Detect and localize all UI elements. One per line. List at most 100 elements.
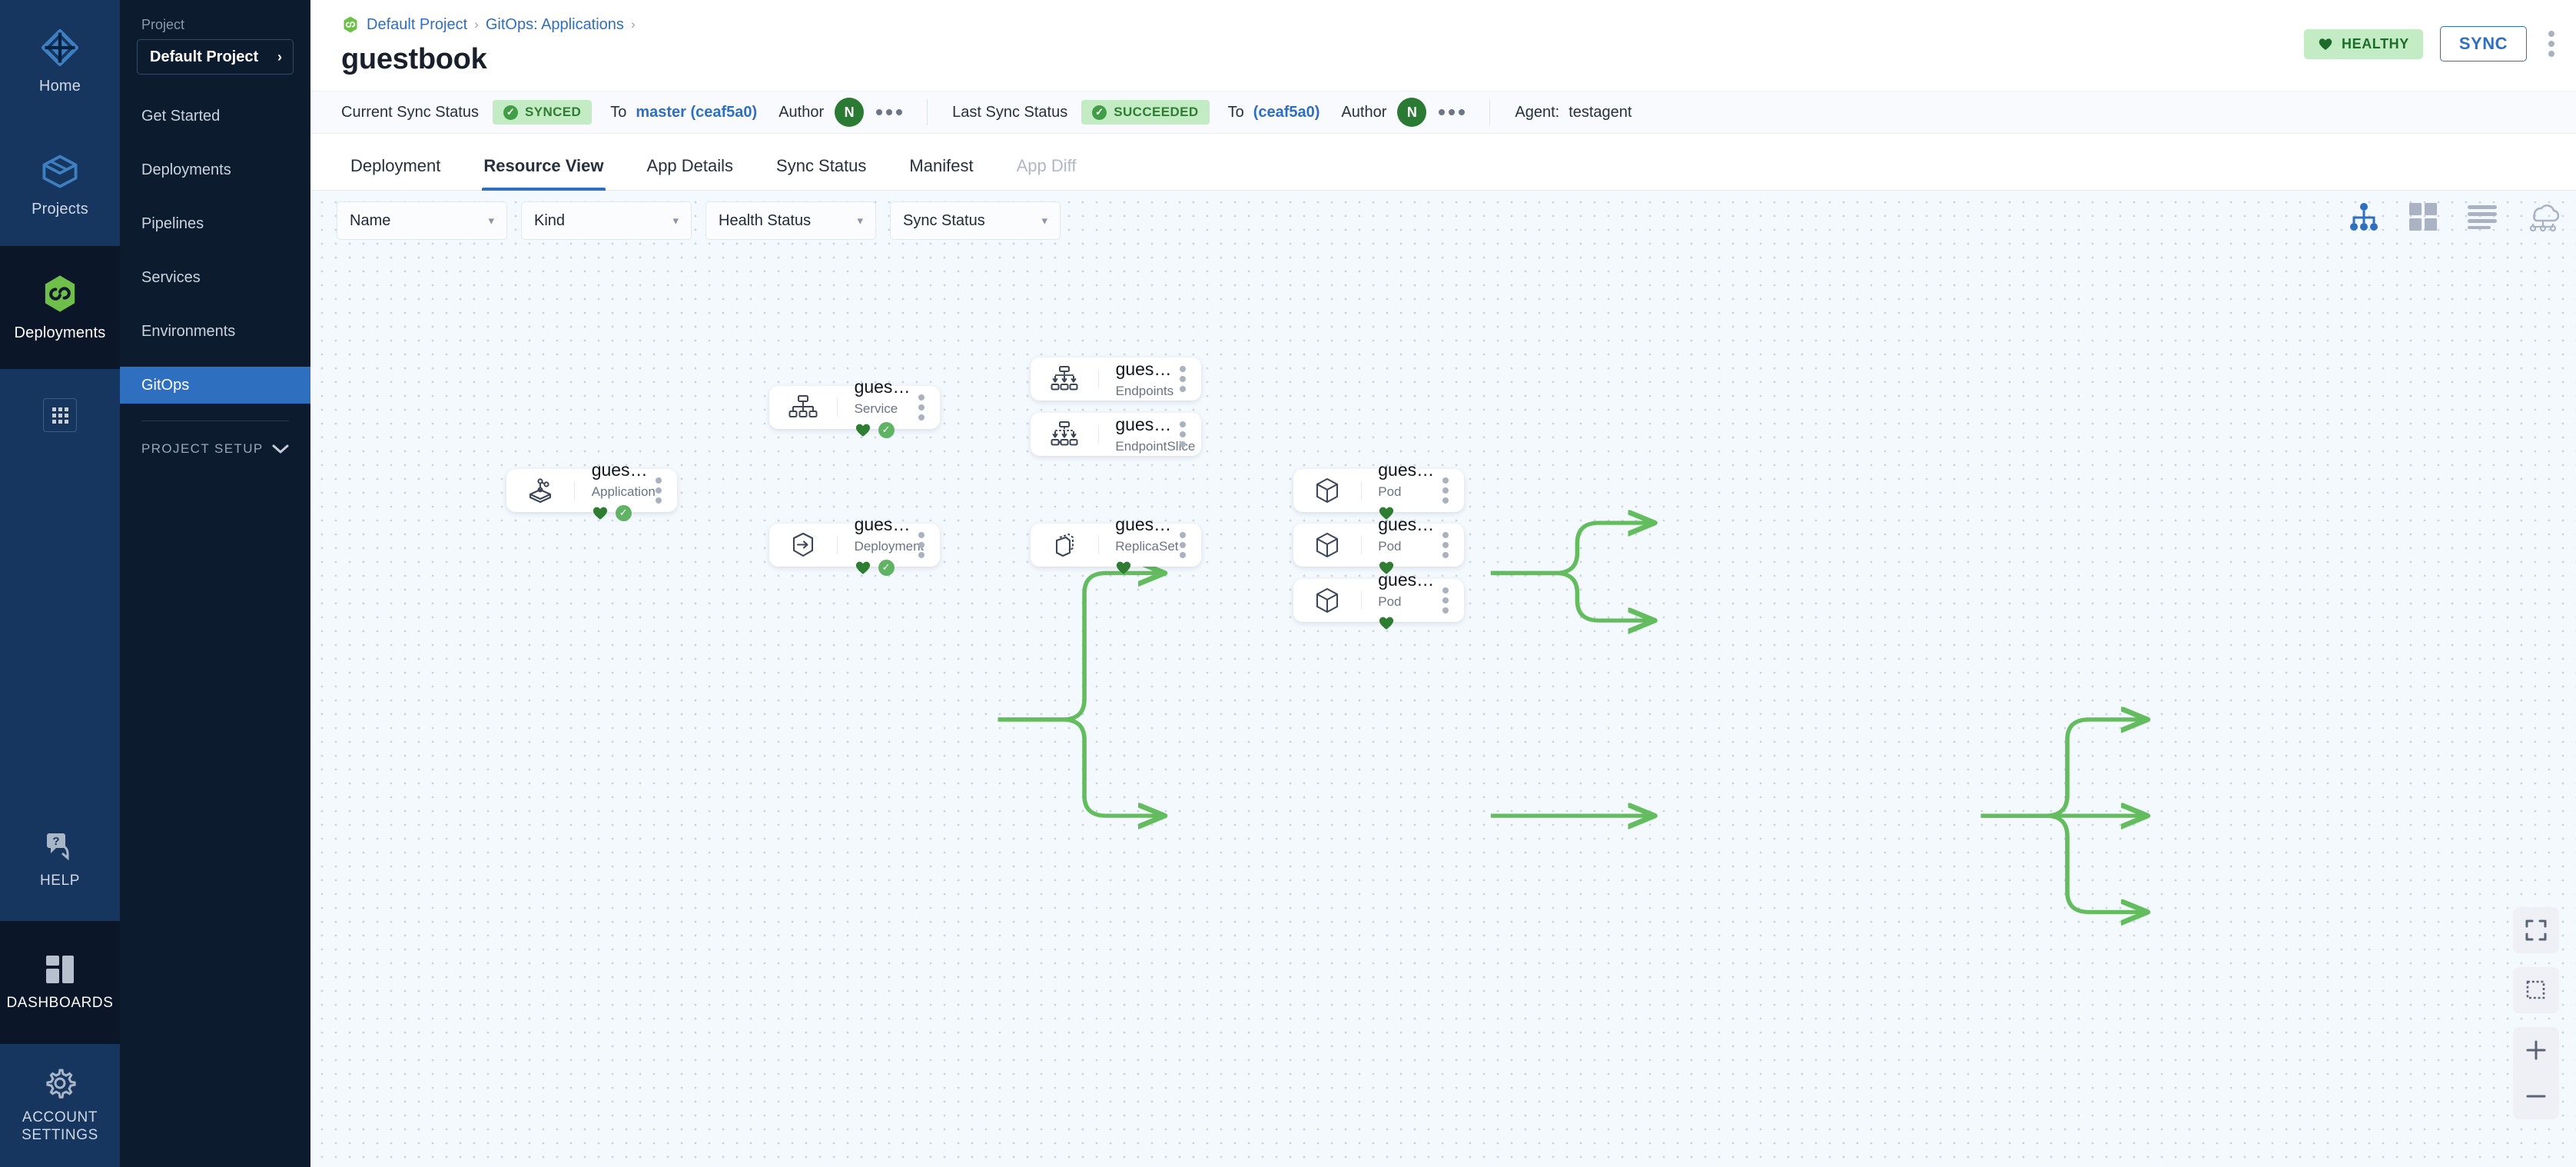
node-more-menu-icon[interactable] [1435,587,1464,613]
breadcrumb-item-default-project[interactable]: Default Project [367,15,468,33]
filter-kind[interactable]: Kind ▾ [521,201,692,240]
node-more-menu-icon[interactable] [1172,421,1201,447]
node-title: guestbook-ui-5b64f6959… [1378,460,1435,480]
rail-item-projects[interactable]: Projects [0,123,120,246]
graph-node-pod[interactable]: guestbook-ui-5b64f6959… Pod [1293,570,1464,630]
rail-item-dashboards[interactable]: DASHBOARDS [0,921,120,1044]
graph-node-service[interactable]: guestbook-ui Service ✓ [769,377,940,438]
graph-node-pod[interactable]: guestbook-ui-5b64f6959… Pod [1293,514,1464,574]
breadcrumb: Default Project › GitOps: Applications › [341,15,636,34]
project-selector-value: Default Project [150,48,259,65]
replicaset-icon [1031,530,1098,560]
current-revision-link[interactable]: master (ceaf5a0) [636,103,758,121]
current-sync-status-label: Current Sync Status [341,103,479,121]
node-kind: Pod [1378,484,1402,499]
fit-screen-button[interactable] [2513,907,2559,953]
node-kind: Service [854,401,898,416]
sync-status-bar: Current Sync Status ✓ SYNCED To master (… [310,91,2576,134]
sidebar-item-deployments[interactable]: Deployments [120,151,310,188]
project-label: Project [141,17,185,32]
check-icon: ✓ [503,105,518,120]
graph-node-pod[interactable]: guestbook-ui-5b64f6959… Pod [1293,460,1464,520]
secondary-sidebar: Project Default Project › Get Started De… [120,0,310,1167]
filter-name-label: Name [350,211,391,229]
node-more-menu-icon[interactable] [911,532,940,558]
filter-sync-status-label: Sync Status [903,211,985,229]
application-icon [506,475,574,506]
resource-graph: guestbook Application ✓ [310,191,2576,1167]
last-author-label: Author [1341,103,1387,121]
page-header: Default Project › GitOps: Applications ›… [310,0,2576,91]
network-cloud-view-icon[interactable] [2527,202,2559,231]
tab-resource-view[interactable]: Resource View [462,156,625,191]
last-revision-link[interactable]: (ceaf5a0) [1253,103,1320,121]
tab-app-details[interactable]: App Details [646,156,734,175]
graph-node-deployment[interactable]: guestbook-ui Deployment ✓ [769,514,940,576]
node-title: guestbook-ui-5b64f69597 [1115,514,1172,534]
chevron-down-icon: ▾ [857,214,863,228]
project-selector[interactable]: Default Project › [137,39,294,75]
apps-grid-button[interactable] [0,369,120,461]
tab-bar: Deployment Resource View App Details Syn… [310,134,2576,191]
sync-button[interactable]: SYNC [2439,26,2527,62]
node-more-menu-icon[interactable] [1172,366,1201,392]
heart-icon [593,507,607,520]
service-icon [769,394,837,421]
primary-icon-rail: Home Projects Deployments [0,0,120,1167]
graph-node-endpoints[interactable]: guestbook-ui Endpoints [1031,357,1201,401]
sidebar-item-get-started[interactable]: Get Started [120,98,310,135]
sidebar-item-services[interactable]: Services [120,259,310,296]
rail-item-home[interactable]: Home [0,0,120,123]
zoom-in-button[interactable] [2513,1027,2559,1073]
chevron-right-icon: › [277,48,282,65]
node-more-menu-icon[interactable] [1435,532,1464,558]
resource-graph-canvas[interactable]: Name ▾ Kind ▾ Health Status ▾ Sync Statu… [310,191,2576,1167]
apps-grid-icon [43,398,77,432]
graph-node-replicaset[interactable]: guestbook-ui-5b64f69597 ReplicaSet [1031,514,1201,574]
node-more-menu-icon[interactable] [911,394,940,421]
deployment-icon [769,530,837,560]
node-divider [574,481,575,500]
filter-name[interactable]: Name ▾ [337,201,507,240]
current-author-more-icon[interactable] [876,109,903,115]
node-status [1378,504,1435,521]
sidebar-section-project-setup[interactable]: PROJECT SETUP [120,421,310,457]
heart-icon [1117,561,1131,574]
tree-view-icon[interactable] [2349,201,2379,232]
list-view-icon[interactable] [2467,204,2498,230]
graph-node-application[interactable]: guestbook Application ✓ [506,460,677,521]
chevron-down-icon: ▾ [1041,214,1047,228]
sidebar-item-label: Get Started [141,107,221,125]
select-box-button[interactable] [2513,967,2559,1013]
home-diamond-icon [41,28,79,67]
tab-deployment[interactable]: Deployment [350,156,441,175]
node-status [1115,559,1172,576]
node-status [1378,614,1435,631]
node-divider [1098,370,1099,388]
node-more-menu-icon[interactable] [648,477,677,504]
header-more-menu-icon[interactable] [2544,26,2559,62]
tab-manifest[interactable]: Manifest [909,156,974,175]
tab-sync-status[interactable]: Sync Status [776,156,867,175]
current-to-label: To [610,103,627,121]
breadcrumb-item-gitops-applications[interactable]: GitOps: Applications [485,15,624,33]
sidebar-item-environments[interactable]: Environments [120,313,310,350]
graph-node-endpointslice[interactable]: guestbook-ui-ncpmr EndpointSlice [1031,413,1201,456]
filter-sync-status[interactable]: Sync Status ▾ [890,201,1061,240]
node-title: guestbook-ui [854,377,911,397]
node-status: ✓ [855,559,911,576]
filter-health-status-label: Health Status [719,211,812,229]
rail-item-deployments[interactable]: Deployments [0,246,120,369]
last-sync-status-label: Last Sync Status [952,103,1068,121]
sidebar-item-pipelines[interactable]: Pipelines [120,205,310,242]
node-more-menu-icon[interactable] [1435,477,1464,504]
rail-item-help[interactable]: ? HELP [0,798,120,921]
sidebar-item-gitops[interactable]: GitOps [120,367,310,404]
zoom-out-button[interactable] [2513,1073,2559,1119]
grid-view-icon[interactable] [2408,202,2438,231]
node-more-menu-icon[interactable] [1172,532,1201,558]
filter-health-status[interactable]: Health Status ▾ [705,201,876,240]
rail-item-account-settings[interactable]: ACCOUNT SETTINGS [0,1044,120,1167]
node-divider [837,398,838,417]
last-author-more-icon[interactable] [1439,109,1466,115]
